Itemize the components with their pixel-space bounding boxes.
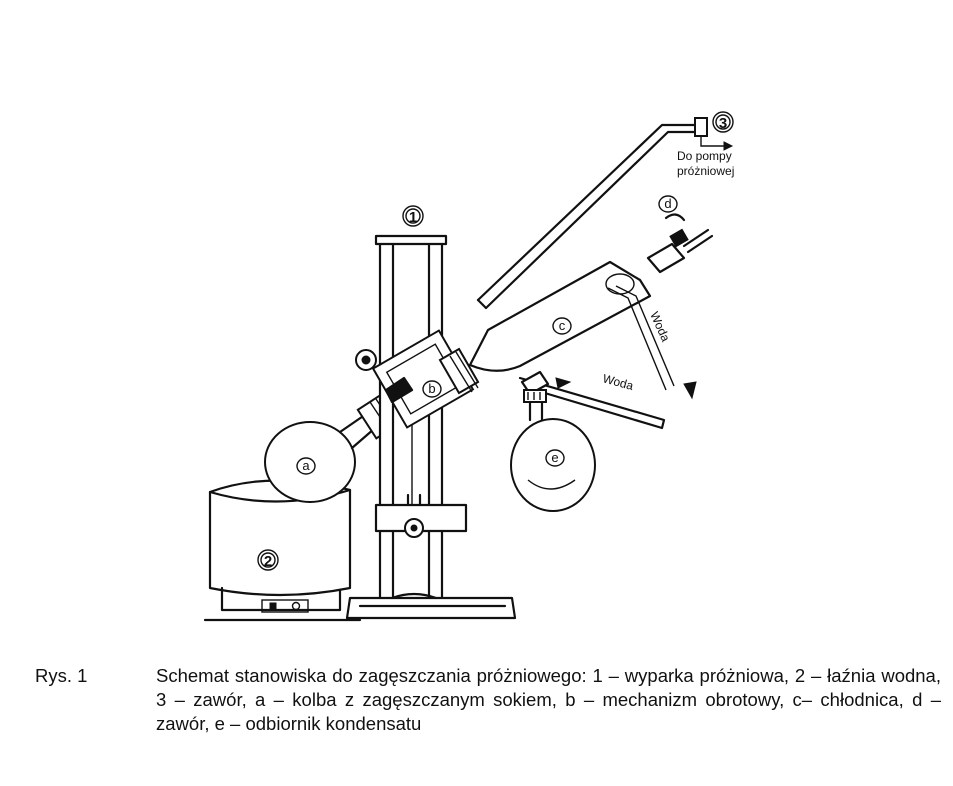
pump-label-line1: Do pompy: [677, 149, 732, 163]
water-outlet-line: Woda: [647, 310, 697, 400]
label-b: b: [422, 380, 442, 398]
label-a: a: [296, 457, 316, 475]
stand-base: [345, 592, 517, 620]
label-2: 2: [257, 549, 279, 571]
svg-text:a: a: [302, 458, 310, 473]
svg-text:e: e: [551, 450, 558, 465]
svg-text:3: 3: [719, 115, 727, 132]
svg-text:2: 2: [264, 553, 272, 570]
water-bath: [203, 479, 362, 622]
caption-prefix: Rys. 1: [35, 665, 88, 686]
pump-label-line2: próżniowej: [677, 164, 734, 178]
caption-text: Schemat stanowiska do zagęszczania próżn…: [156, 665, 941, 734]
svg-text:c: c: [559, 318, 566, 333]
valve-3: [694, 117, 734, 151]
svg-text:1: 1: [409, 209, 417, 226]
svg-text:b: b: [428, 381, 435, 396]
receiver-flask: [510, 370, 596, 512]
label-c: c: [552, 317, 572, 335]
rotation-mechanism: [355, 329, 480, 429]
condenser: [468, 123, 702, 391]
rotary-evaporator-diagram: 2 a 1: [203, 111, 734, 622]
label-e: e: [545, 449, 565, 467]
water-label-1: Woda: [601, 371, 635, 393]
svg-text:d: d: [664, 196, 671, 211]
label-3: 3: [712, 111, 734, 133]
label-d: d: [658, 195, 678, 213]
label-1: 1: [402, 205, 424, 227]
water-label-2: Woda: [647, 310, 673, 344]
valve-d: [646, 213, 714, 274]
